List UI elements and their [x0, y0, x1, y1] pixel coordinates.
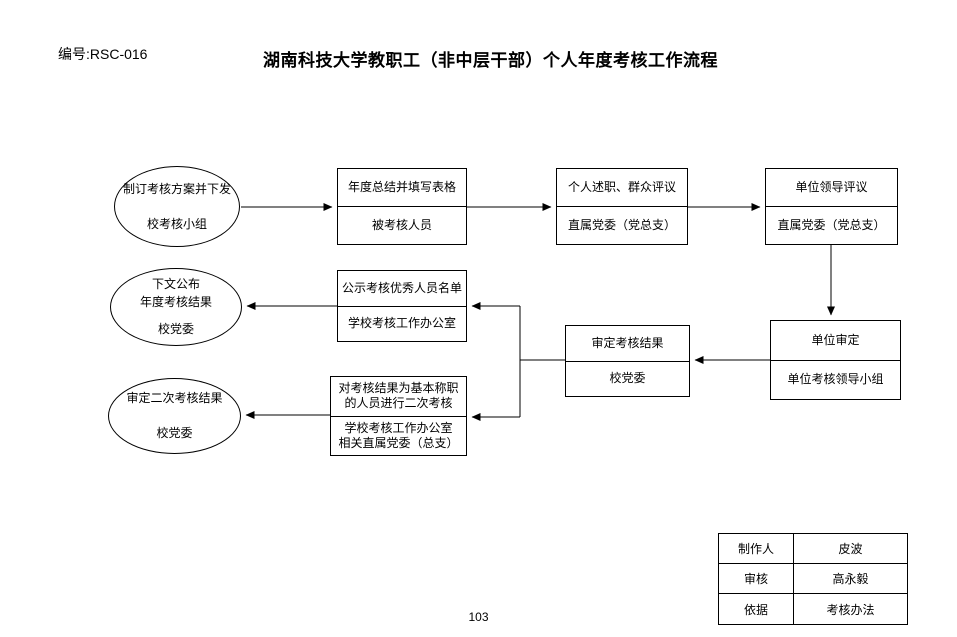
flow-node-publish-result: 下文公布 年度考核结果 校党委	[110, 268, 242, 346]
node-line: 学校考核工作办公室	[347, 316, 456, 331]
node-line: 审定考核结果	[566, 326, 689, 362]
flow-node-leader-review: 单位领导评议 直属党委（党总支）	[765, 168, 898, 245]
node-line: 单位审定	[771, 321, 900, 361]
node-line: 直属党委（党总支）	[777, 218, 886, 232]
node-line: 个人述职、群众评议	[557, 169, 687, 207]
node-line: 审定二次考核结果	[126, 391, 223, 405]
node-line: 公示考核优秀人员名单	[338, 271, 466, 307]
doc-number: 编号:RSC-016	[58, 46, 148, 62]
flow-node-second-assessment: 对考核结果为基本称职 的人员进行二次考核 学校考核工作办公室 相关直属党委（总支…	[330, 376, 467, 456]
info-table-row: 制作人 皮波	[719, 534, 907, 564]
info-table-value: 皮波	[838, 542, 863, 556]
info-table-row: 依据 考核办法	[719, 594, 907, 624]
flow-node-annual-summary: 年度总结并填写表格 被考核人员	[337, 168, 467, 245]
flow-node-unit-approve: 单位审定 单位考核领导小组	[770, 320, 901, 400]
node-line: 单位考核领导小组	[787, 372, 884, 387]
node-line: 单位领导评议	[766, 169, 897, 207]
node-line: 年度考核结果	[139, 295, 212, 309]
flow-node-confirm-result: 审定考核结果 校党委	[565, 325, 690, 397]
info-table-value: 高永毅	[832, 572, 869, 586]
info-table-value: 考核办法	[826, 602, 875, 617]
node-line: 年度总结并填写表格	[338, 169, 466, 207]
flow-node-second-confirm: 审定二次考核结果 校党委	[108, 378, 241, 454]
page-title: 湖南科技大学教职工（非中层干部）个人年度考核工作流程	[263, 51, 718, 70]
info-table-label: 依据	[719, 594, 794, 624]
node-line: 对考核结果为基本称职	[338, 381, 459, 396]
node-line: 下文公布	[151, 277, 200, 291]
page-number: 103	[468, 610, 489, 624]
node-line: 校考核小组	[146, 216, 207, 231]
info-table-row: 审核 高永毅	[719, 564, 907, 594]
node-line: 相关直属党委（总支）	[338, 435, 459, 450]
node-line: 校党委	[157, 322, 194, 336]
flow-node-publicity: 公示考核优秀人员名单 学校考核工作办公室	[337, 270, 467, 342]
node-line: 学校考核工作办公室	[344, 420, 453, 435]
flow-node-personal-review: 个人述职、群众评议 直属党委（党总支）	[556, 168, 688, 245]
node-line: 校党委	[156, 426, 193, 440]
node-line: 被考核人员	[371, 218, 432, 232]
info-table-label: 审核	[719, 564, 794, 593]
node-line: 制订考核方案并下发	[122, 181, 231, 196]
info-table-label: 制作人	[719, 534, 794, 563]
node-line: 直属党委（党总支）	[567, 218, 676, 232]
flow-node-make-plan: 制订考核方案并下发 校考核小组	[114, 166, 240, 247]
node-line: 的人员进行二次考核	[344, 396, 453, 411]
info-table: 制作人 皮波 审核 高永毅 依据 考核办法	[718, 533, 908, 625]
node-line: 校党委	[609, 371, 646, 386]
